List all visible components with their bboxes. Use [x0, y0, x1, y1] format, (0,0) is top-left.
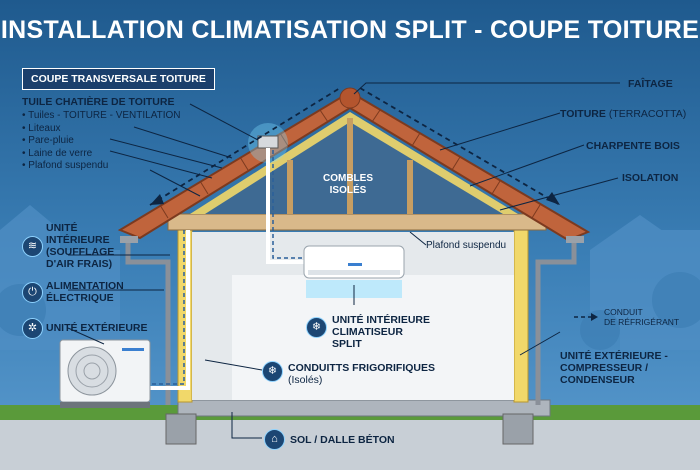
arrow-head-right — [546, 192, 560, 205]
concrete-slab — [177, 399, 551, 417]
downpipe-right — [535, 240, 577, 405]
rafters — [287, 118, 413, 214]
arrow-head-left — [150, 194, 164, 205]
layer-item: • Pare-pluie — [22, 135, 74, 146]
roof-label-bold: TOITURE — [560, 108, 606, 120]
insulation-label: ISOLATION — [622, 172, 679, 184]
outdoor-line — [150, 230, 190, 390]
outdoor-unit-left-label: UNITÉ EXTÉRIEURE — [46, 322, 148, 334]
attic-space — [190, 112, 518, 214]
layer-list-heading: TUILE CHATIÈRE DE TOITURE — [22, 96, 175, 108]
refrigerant-line-dashed — [272, 150, 306, 259]
airflow-arrow-left — [149, 87, 341, 206]
right-wall — [513, 227, 529, 403]
legend-arrow-head — [591, 313, 598, 321]
indoor-unit-center-label: UNITÉ INTÉRIEURE CLIMATISEUR SPLIT — [332, 314, 431, 351]
fan-icon: ✲ — [22, 318, 43, 339]
outdoor-fan-grille — [67, 346, 117, 396]
outdoor-unit-right-label: UNITÉ EXTÉRIEURE - COMPRESSEUR / CONDENS… — [560, 350, 668, 387]
layer-item: • Tuiles - TOITURE - VENTILATION — [22, 110, 181, 121]
refrigerant-pipes-title: CONDUITTS FRIGORIFIQUES — [288, 362, 435, 374]
indoor-ac-display — [348, 263, 362, 266]
leader-lines — [67, 82, 620, 439]
power-plug-icon: ⏻ — [22, 282, 43, 303]
vent-tile — [257, 135, 279, 149]
refrigerant-pipes-label: CONDUITTS FRIGORIFIQUES (Isolés) — [288, 362, 435, 386]
layer-list: TUILE CHATIÈRE DE TOITURE • Tuiles - TOI… — [22, 96, 181, 173]
air-flow-icon: ≋ — [22, 236, 43, 257]
ridge-label: FAÎTAGE — [628, 78, 673, 90]
legend-refrigerant: CONDUIT DE RÉFRIGÉRANT — [604, 307, 680, 328]
refrigerant-line — [266, 148, 306, 264]
ceiling-beam — [167, 213, 547, 231]
soil — [0, 420, 700, 470]
layer-item: • Plafond suspendu — [22, 160, 109, 171]
downpipe-left — [125, 240, 171, 405]
house-icon: ⌂ — [264, 429, 285, 450]
foundation-left — [165, 413, 197, 445]
gutter-left — [120, 236, 138, 243]
foundation-right — [502, 413, 534, 445]
indoor-unit-left-label: UNITÉ INTÉRIEURE (SOUFFLAGE D'AIR FRAIS) — [46, 222, 115, 271]
snowflake-icon: ❄ — [262, 361, 283, 382]
attic-insulation-right — [350, 112, 518, 214]
gutter-right — [566, 236, 584, 243]
framing-label: CHARPENTE BOIS — [586, 140, 680, 152]
roof-tiles — [159, 109, 541, 219]
legend-line-2: DE RÉFRIGÉRANT — [604, 316, 680, 327]
attic-label: COMBLES ISOLÉS — [323, 173, 373, 196]
page-title: INSTALLATION CLIMATISATION SPLIT - COUPE… — [0, 16, 700, 44]
roof-label: TOITURE (TERRACOTTA) — [560, 108, 686, 120]
layer-item: • Laine de verre — [22, 147, 93, 159]
indoor-ac-vent — [308, 270, 400, 275]
refrigerant-pipes-note: (Isolés) — [288, 374, 323, 387]
power-supply-label: ALIMENTATION ÉLECTRIQUE — [46, 280, 124, 305]
slab-label: SOL / DALLE BÉTON — [290, 434, 395, 446]
section-label: COUPE TRANSVERSALE TOITURE — [22, 68, 215, 90]
roof-label-note: (TERRACOTTA) — [608, 108, 687, 120]
outdoor-line-dashed — [150, 230, 185, 385]
airflow-arrow-right — [359, 87, 561, 206]
legend-line-1: CONDUIT — [604, 307, 643, 317]
layer-item: • Liteaux — [22, 122, 61, 134]
snowflake-icon: ❄ — [306, 317, 327, 338]
ceiling-label: Plafond suspendu — [426, 240, 507, 251]
